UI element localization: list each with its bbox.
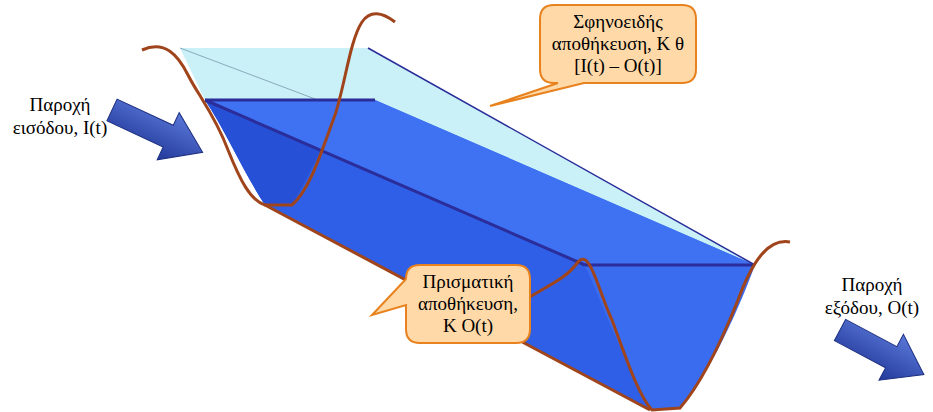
prism-callout: Πρισματική αποθήκευση, K O(t) [406, 265, 530, 343]
callout-text: Σφηνοειδής αποθήκευση, K θ [I(t) – O(t)] [540, 5, 696, 83]
wedge-callout: Σφηνοειδής αποθήκευση, K θ [I(t) – O(t)] [540, 5, 696, 83]
inflow-arrow [101, 86, 214, 175]
prism-body [205, 100, 755, 410]
outflow-label: Παροχή εξόδου, O(t) [813, 273, 931, 319]
downstream-cross-section [525, 242, 790, 410]
callout-text: Πρισματική αποθήκευση, K O(t) [406, 265, 530, 343]
prism-edge [205, 100, 585, 265]
channel-bed [265, 205, 650, 410]
upstream-cross-section [142, 14, 395, 205]
downstream-water-line [585, 264, 755, 267]
prism-surface [205, 100, 755, 265]
callout-outline [372, 265, 530, 343]
upstream-water-line [205, 99, 375, 102]
callout-outline [490, 5, 696, 106]
outflow-arrow [828, 307, 933, 398]
inflow-label: Παροχή εισόδου, I(t) [0, 93, 120, 139]
